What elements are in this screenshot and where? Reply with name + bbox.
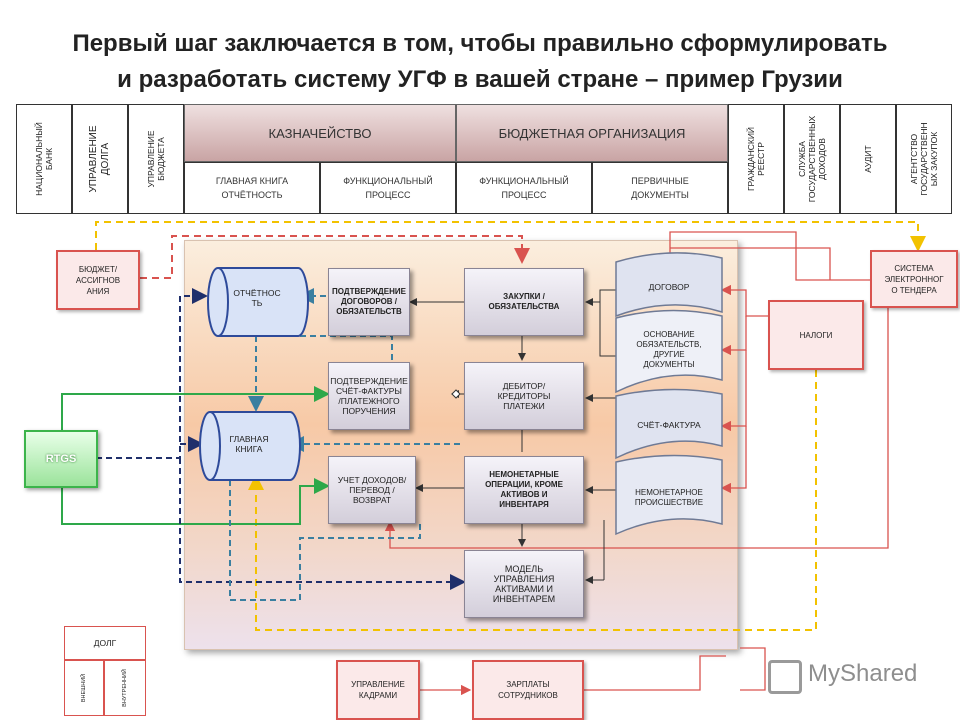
purchases-box: ЗАКУПКИ / ОБЯЗАТЕЛЬСТВА bbox=[464, 268, 584, 336]
budget-org-primary-documents: ПЕРВИЧНЫЕ ДОКУМЕНТЫ bbox=[592, 162, 728, 214]
column-state-revenue-service: СЛУЖБА ГОСУДАРСТВЕННЫХ ДОХОДОВ bbox=[784, 104, 840, 214]
ledger-cylinder-label: ГЛАВНАЯ КНИГА bbox=[229, 434, 269, 454]
budget-organization-header: БЮДЖЕТНАЯ ОРГАНИЗАЦИЯ bbox=[456, 104, 728, 162]
reporting-cylinder-label: ОТЧЁТНОС ТЬ bbox=[233, 288, 281, 308]
document-stack bbox=[615, 252, 723, 536]
treasury-functional-process: ФУНКЦИОНАЛЬНЫЙ ПРОЦЕСС bbox=[320, 162, 456, 214]
mysharer-logo-icon bbox=[768, 660, 802, 694]
asset-model-box: МОДЕЛЬ УПРАВЛЕНИЯ АКТИВАМИ И ИНВЕНТАРЕМ bbox=[464, 550, 584, 618]
ledger-cylinder bbox=[199, 411, 301, 481]
basis-document-label: ОСНОВАНИЕ ОБЯЗАТЕЛЬСТВ, ДРУГИЕ ДОКУМЕНТЫ bbox=[636, 330, 702, 369]
reporting-cylinder bbox=[207, 267, 309, 337]
confirm-contracts-box: ПОДТВЕРЖДЕНИЕ ДОГОВОРОВ / ОБЯЗАТЕЛЬСТВ bbox=[328, 268, 410, 336]
slide-title-line-1: Первый шаг заключается в том, чтобы прав… bbox=[72, 30, 888, 57]
treasury-header: КАЗНАЧЕЙСТВО bbox=[184, 104, 456, 162]
debt-internal-box: ВНУТРЕННИЙ bbox=[104, 660, 146, 716]
invoice-document-label: СЧЁТ-ФАКТУРА bbox=[637, 420, 701, 430]
column-civil-registry: ГРАЖДАНСКИЙ РЕЕСТР bbox=[728, 104, 784, 214]
column-budget-management: УПРАВЛЕНИЕ БЮДЖЕТА bbox=[128, 104, 184, 214]
debt-external-box: ВНЕШНИЙ bbox=[64, 660, 104, 716]
column-debt-management: УПРАВЛЕНИЕ ДОЛГА bbox=[72, 104, 128, 214]
column-audit: АУДИТ bbox=[840, 104, 896, 214]
contract-document-label: ДОГОВОР bbox=[648, 282, 690, 292]
e-tender-system-box: СИСТЕМА ЭЛЕКТРОННОГ О ТЕНДЕРА bbox=[870, 250, 958, 308]
debt-box: ДОЛГ bbox=[64, 626, 146, 660]
confirm-invoice-box: ПОДТВЕРЖДЕНИЕ СЧЁТ-ФАКТУРЫ /ПЛАТЕЖНОГО П… bbox=[328, 362, 410, 430]
non-monetary-event-label: НЕМОНЕТАРНОЕ ПРОИСШЕСТВИЕ bbox=[634, 488, 704, 507]
hr-management-box: УПРАВЛЕНИЕ КАДРАМИ bbox=[336, 660, 420, 720]
budget-appropriations-box: БЮДЖЕТ/ АССИГНОВ АНИЯ bbox=[56, 250, 140, 310]
column-national-bank: НАЦИОНАЛЬНЫЙ БАНК bbox=[16, 104, 72, 214]
treasury-ledger-reporting: ГЛАВНАЯ КНИГА ОТЧЁТНОСТЬ bbox=[184, 162, 320, 214]
taxes-box: НАЛОГИ bbox=[768, 300, 864, 370]
employee-salaries-box: ЗАРПЛАТЫ СОТРУДНИКОВ bbox=[472, 660, 584, 720]
income-accounting-box: УЧЕТ ДОХОДОВ/ ПЕРЕВОД / ВОЗВРАТ bbox=[328, 456, 416, 524]
column-procurement-agency: АГЕНТСТВО ГОСУДАРСТВЕНН ЫХ ЗАКУПОК bbox=[896, 104, 952, 214]
debtor-creditor-box: ДЕБИТОР/ КРЕДИТОРЫ ПЛАТЕЖИ bbox=[464, 362, 584, 430]
slide-title-line-2: и разработать систему УГФ в вашей стране… bbox=[117, 66, 843, 93]
watermark-text: MyShared bbox=[808, 660, 918, 687]
rtgs-box: RTGS bbox=[24, 430, 98, 488]
budget-org-functional-process: ФУНКЦИОНАЛЬНЫЙ ПРОЦЕСС bbox=[456, 162, 592, 214]
non-monetary-operations-box: НЕМОНЕТАРНЫЕ ОПЕРАЦИИ, КРОМЕ АКТИВОВ И И… bbox=[464, 456, 584, 524]
